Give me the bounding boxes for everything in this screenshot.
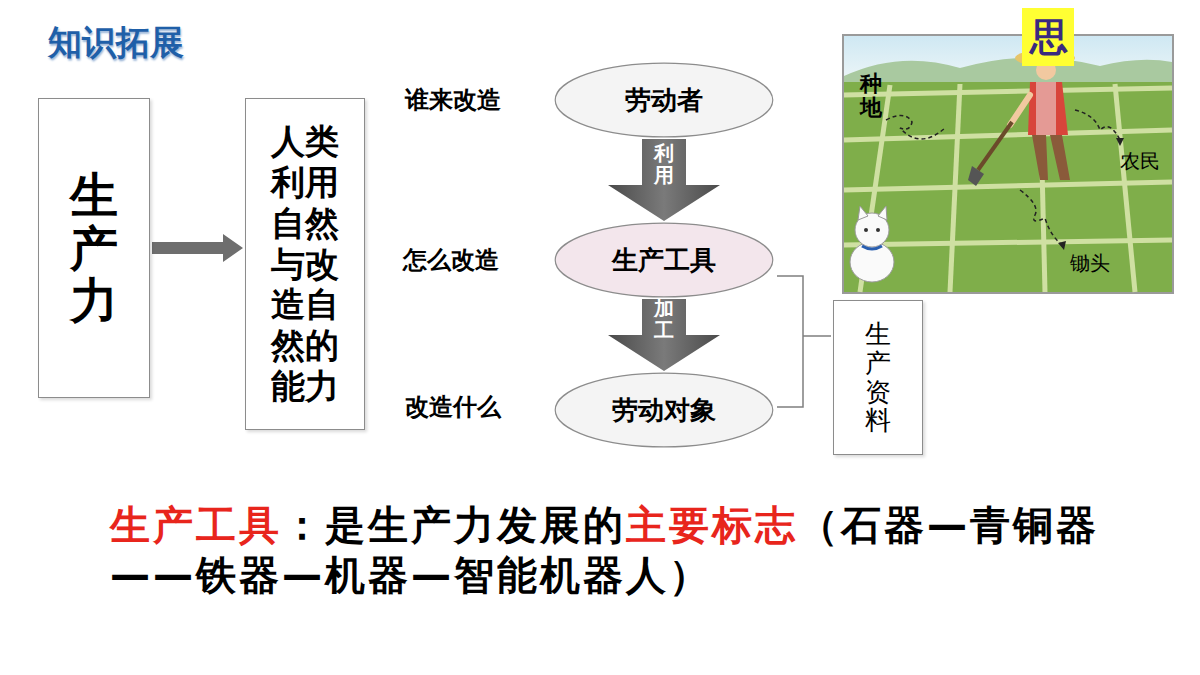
field-ground [843, 35, 1173, 293]
node-text: 生产工具 [612, 243, 716, 278]
question-label: 改造什么 [405, 391, 501, 423]
group-box: 生产资料 [833, 300, 923, 455]
dashed-pointers [886, 110, 1120, 245]
bracket-lines [777, 276, 831, 407]
illustration-label: 种地 [860, 72, 882, 120]
pointer-heads [1058, 138, 1124, 250]
key-point-text: 生产工具 [110, 502, 282, 548]
key-point-sentence: 生产工具：是生产力发展的主要标志（石器—青铜器——铁器—机器—智能机器人） [110, 500, 1120, 600]
question-label: 谁来改造 [405, 84, 501, 116]
key-point-text: ：是生产力发展的 [282, 502, 626, 548]
hills [844, 57, 1172, 82]
arrow-label: 加工 [654, 297, 674, 341]
hoe [968, 122, 1012, 186]
flow-arrow [152, 234, 243, 262]
slide-title: 知识拓展 [48, 20, 184, 66]
node-text: 劳动者 [625, 83, 703, 118]
key-point-text: 主要标志 [626, 502, 798, 548]
node-text: 人类利用自然与改造自然的能力 [271, 121, 339, 407]
element-oval: 劳动者 [553, 62, 775, 138]
arrow-label: 利用 [654, 142, 674, 186]
illustration-label: 锄头 [1070, 250, 1110, 277]
highlight-patch [1022, 8, 1074, 66]
cat-figure [850, 206, 894, 282]
flow-arrow [608, 139, 720, 221]
node-text: 生产资料 [865, 320, 891, 434]
oval-shape [555, 223, 773, 297]
field-ridges [844, 84, 1172, 292]
element-oval: 生产工具 [553, 222, 775, 298]
definition-box: 人类利用自然与改造自然的能力 [245, 98, 365, 430]
illustration-label: 农民 [1120, 148, 1160, 175]
oval-shape [555, 373, 773, 447]
concept-box: 生产力 [38, 98, 150, 398]
oval-shape [555, 63, 773, 137]
node-text: 劳动对象 [612, 393, 716, 428]
element-oval: 劳动对象 [553, 372, 775, 448]
highlight-char: 思 [1030, 12, 1068, 63]
node-text: 生产力 [70, 169, 118, 327]
question-label: 怎么改造 [403, 244, 499, 276]
